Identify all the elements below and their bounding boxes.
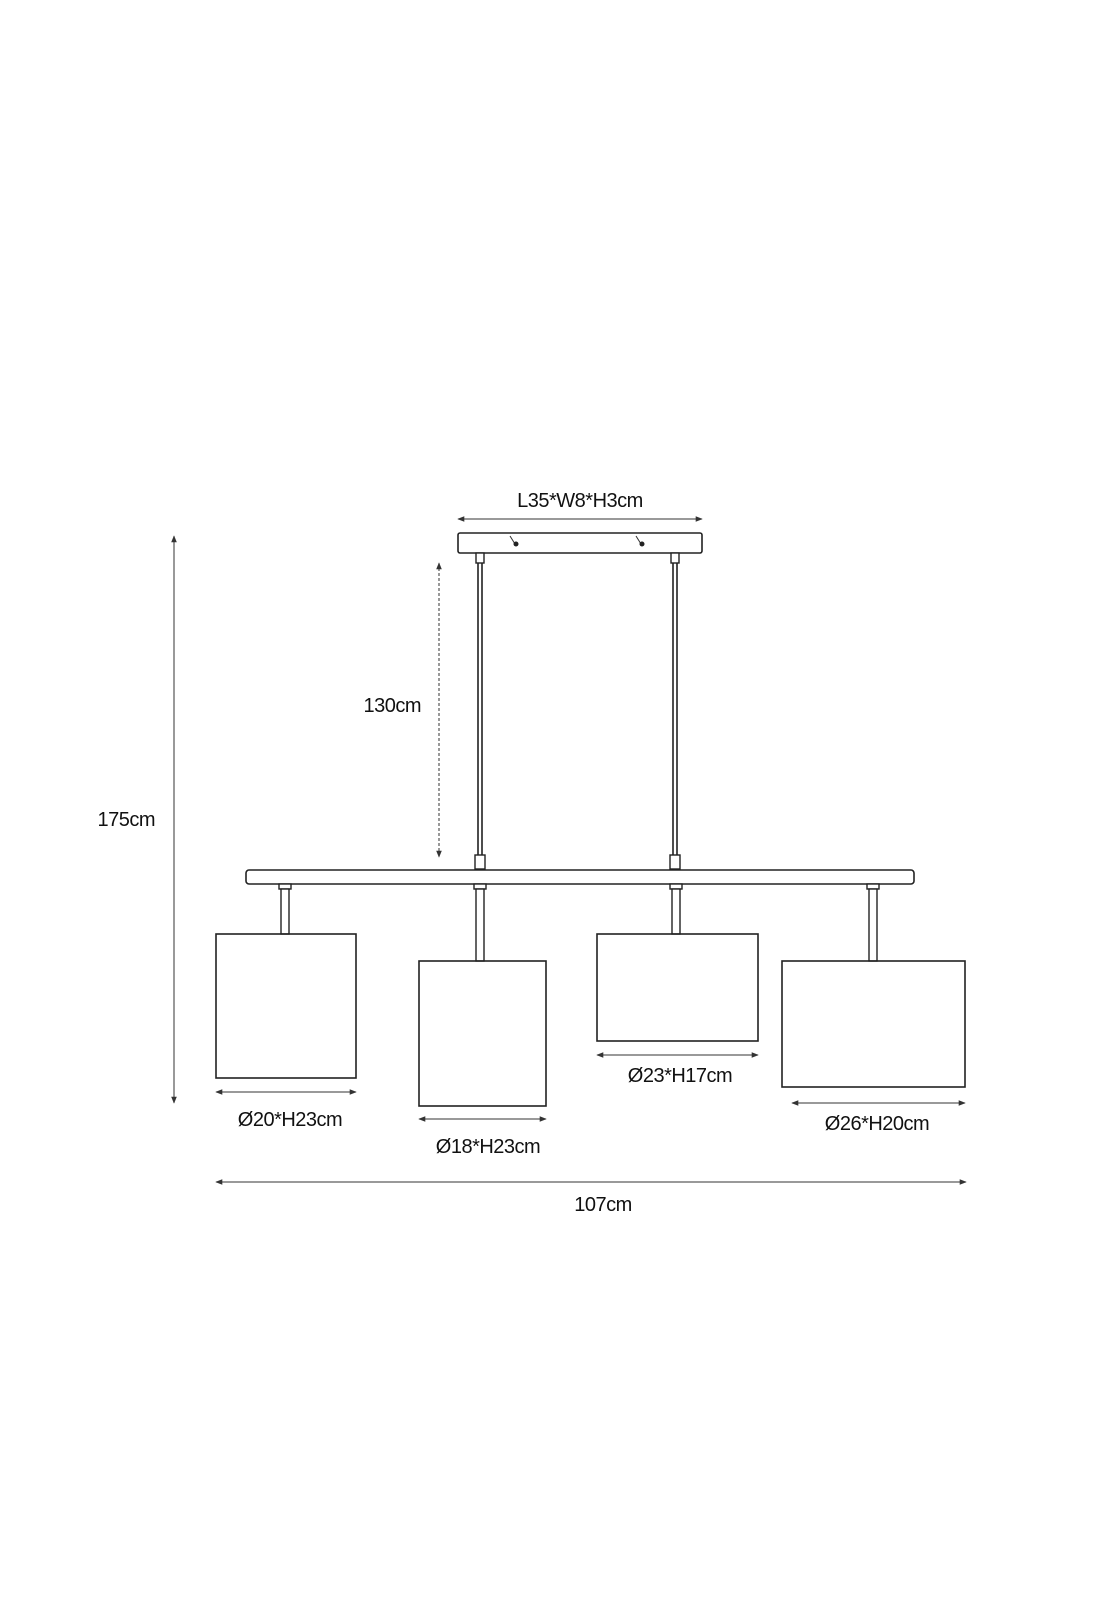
horizontal-bar	[245, 869, 915, 885]
shade-2	[418, 960, 547, 1107]
canopy-dimension-label: L35*W8*H3cm	[517, 490, 643, 512]
shade-stems	[278, 883, 880, 962]
shade-1	[215, 933, 357, 1079]
total-height-label: 175cm	[97, 809, 155, 831]
shade-3-label: Ø23*H17cm	[628, 1065, 732, 1087]
shade-4	[781, 960, 966, 1088]
suspension-cables	[474, 563, 681, 870]
shade-4-label: Ø26*H20cm	[825, 1113, 929, 1135]
ceiling-canopy	[457, 532, 703, 564]
cable-length-label: 130cm	[363, 695, 421, 717]
total-width-label: 107cm	[574, 1194, 632, 1216]
shade-3	[596, 933, 759, 1042]
shade-2-label: Ø18*H23cm	[436, 1136, 540, 1158]
shade-1-label: Ø20*H23cm	[238, 1109, 342, 1131]
